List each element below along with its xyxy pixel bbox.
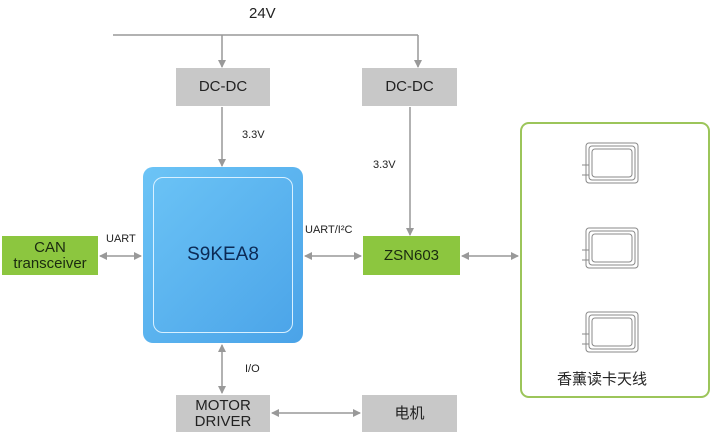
can-line1: CAN — [34, 238, 66, 256]
can-line2: transceiver — [13, 254, 87, 272]
antenna-icon — [582, 311, 639, 353]
antenna-icon — [582, 142, 639, 184]
zsn603-label: ZSN603 — [383, 246, 440, 264]
dcdc-right-output: 3.3V — [373, 159, 396, 171]
can-transceiver-box: CAN transceiver — [2, 236, 98, 275]
motor-driver-box: MOTOR DRIVER — [176, 395, 270, 432]
antenna-panel — [520, 122, 710, 398]
mcu-block: S9KEA8 — [143, 167, 303, 343]
zsn603-box: ZSN603 — [363, 236, 460, 275]
motor-label: 电机 — [394, 404, 425, 422]
mcu-label: S9KEA8 — [187, 244, 259, 265]
dcdc-left-label: DC-DC — [198, 78, 248, 95]
motor-driver-line1: MOTOR — [195, 396, 251, 414]
antenna-panel-label: 香薰读卡天线 — [557, 371, 648, 388]
reader-link-label: UART/I²C — [305, 224, 353, 236]
dcdc-right-label: DC-DC — [385, 78, 434, 95]
antenna-icon — [582, 227, 639, 269]
can-link-label: UART — [106, 233, 136, 245]
dcdc-right-box: DC-DC — [362, 68, 457, 106]
dcdc-left-output: 3.3V — [242, 129, 265, 141]
motor-driver-line2: DRIVER — [194, 412, 252, 430]
dcdc-left-box: DC-DC — [176, 68, 270, 106]
motor-box: 电机 — [362, 395, 457, 432]
io-link-label: I/O — [245, 363, 260, 375]
supply-voltage-label: 24V — [249, 5, 276, 22]
